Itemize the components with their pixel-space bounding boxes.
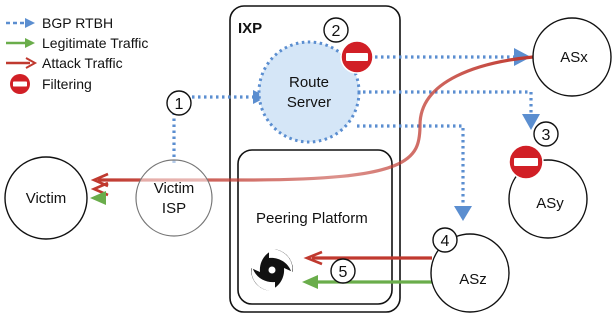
ixp-label: IXP xyxy=(238,20,262,37)
step-1-marker xyxy=(166,90,192,116)
legend: BGP RTBH Legitimate Traffic Attack Traff… xyxy=(6,15,148,94)
step-4-label: 4 xyxy=(441,233,450,250)
asx-label: ASx xyxy=(560,49,588,66)
peering-platform-box xyxy=(237,149,393,305)
route-server-label-line1: Route xyxy=(289,74,329,91)
blackhole-icon xyxy=(250,248,294,292)
victim-isp-label-line1: Victim xyxy=(154,180,195,197)
asz-label: ASz xyxy=(459,271,487,288)
bgp-path-rs-to-asy xyxy=(363,90,533,117)
victim-isp-label-line2: ISP xyxy=(162,200,186,217)
step-3-marker xyxy=(533,121,559,147)
legend-attack-arrowhead xyxy=(25,57,38,69)
bgp-arrowhead-asz xyxy=(454,206,472,221)
legend-attack-label: Attack Traffic xyxy=(42,55,123,71)
legend-filter-label: Filtering xyxy=(42,76,92,92)
route-server-label-line2: Server xyxy=(287,94,331,111)
step-3-label: 3 xyxy=(542,127,551,144)
step-2-label: 2 xyxy=(332,23,341,40)
victim-isp-node xyxy=(135,159,213,237)
filter-icon-route-server xyxy=(340,40,374,74)
legend-bgp-label: BGP RTBH xyxy=(42,15,113,31)
legend-legit-arrowhead xyxy=(25,38,35,48)
arrowhead-victim-legit xyxy=(90,191,106,205)
step-2-marker xyxy=(323,17,349,43)
peering-platform-label: Peering Platform xyxy=(256,210,368,227)
arrowhead-blackhole-attack xyxy=(303,250,323,266)
attack-flow-asx xyxy=(98,55,534,182)
arrowhead-blackhole-legit xyxy=(302,275,318,289)
step-1-label: 1 xyxy=(175,96,184,113)
step-5-label: 5 xyxy=(339,264,348,281)
filter-icon-asy xyxy=(508,144,544,180)
legend-bgp-arrowhead xyxy=(25,18,35,28)
victim-label: Victim xyxy=(26,190,67,207)
step-5-marker xyxy=(330,258,356,284)
asz-node xyxy=(430,233,510,313)
legend-filter-icon xyxy=(10,74,30,94)
asx-node xyxy=(532,17,612,97)
step-4-marker xyxy=(432,227,458,253)
ixp-box xyxy=(229,5,401,313)
victim-node xyxy=(4,156,88,240)
legend-legit-label: Legitimate Traffic xyxy=(42,35,148,51)
bgp-arrowhead-asy xyxy=(522,114,540,130)
asy-label: ASy xyxy=(536,195,564,212)
route-server xyxy=(257,40,361,144)
